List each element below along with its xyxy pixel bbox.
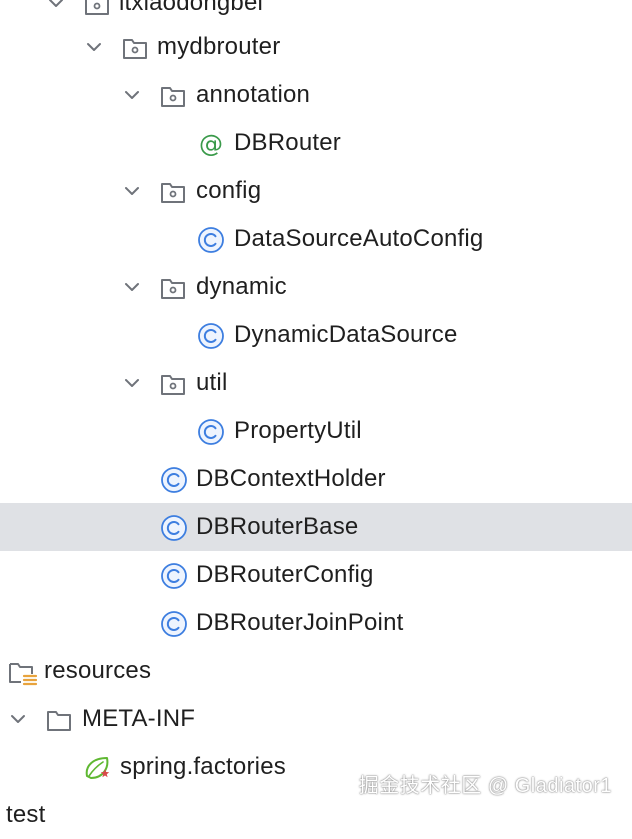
tree-row-dynamic[interactable]: dynamic xyxy=(0,263,632,311)
tree-row-annotation[interactable]: annotation xyxy=(0,71,632,119)
tree-row-property-util[interactable]: PropertyUtil xyxy=(0,407,632,455)
svg-text:@: @ xyxy=(199,130,223,158)
tree-row-db-router-config[interactable]: DBRouterConfig xyxy=(0,551,632,599)
tree-row-resources[interactable]: resources xyxy=(0,647,632,695)
tree-row-config[interactable]: config xyxy=(0,167,632,215)
watermark: 掘金技术社区 @ Gladiator1 xyxy=(358,775,612,797)
resources-folder-icon xyxy=(7,658,38,686)
tree-row-db-router-joinpoint[interactable]: DBRouterJoinPoint xyxy=(0,599,632,647)
chevron-down-icon[interactable] xyxy=(84,37,104,57)
class-icon xyxy=(197,226,225,254)
chevron-down-icon[interactable] xyxy=(122,277,142,297)
tree-row-util[interactable]: util xyxy=(0,359,632,407)
chevron-down-icon[interactable] xyxy=(46,0,66,13)
chevron-down-icon[interactable] xyxy=(122,373,142,393)
class-icon xyxy=(197,322,225,350)
tree-row-itxiaodongbei[interactable]: itxiaodongbei xyxy=(0,0,632,27)
class-icon xyxy=(160,610,188,638)
tree-item-label: DBRouterConfig xyxy=(196,561,374,588)
tree-item-label: itxiaodongbei xyxy=(119,0,264,16)
package-folder-icon xyxy=(159,178,187,206)
folder-icon xyxy=(45,706,73,734)
annotation-icon: @ xyxy=(197,130,225,158)
tree-item-label: DynamicDataSource xyxy=(234,321,458,348)
tree-item-label: DBRouter xyxy=(234,129,341,156)
tree-row-mydbrouter[interactable]: mydbrouter xyxy=(0,23,632,71)
tree-item-label: DBRouterJoinPoint xyxy=(196,609,404,636)
tree-item-label: resources xyxy=(44,657,152,684)
package-folder-icon xyxy=(159,370,187,398)
tree-row-db-router-base[interactable]: DBRouterBase xyxy=(0,503,632,551)
tree-item-label: PropertyUtil xyxy=(234,417,362,444)
chevron-down-icon[interactable] xyxy=(122,85,142,105)
tree-item-label: dynamic xyxy=(196,273,287,300)
tree-item-label: DataSourceAutoConfig xyxy=(234,225,484,252)
package-folder-icon xyxy=(159,82,187,110)
package-folder-icon xyxy=(83,0,111,18)
tree-item-label: mydbrouter xyxy=(157,33,281,60)
tree-row-meta-inf[interactable]: META-INF xyxy=(0,695,632,743)
tree-row-spring-factories[interactable]: spring.factories xyxy=(0,743,632,791)
tree-item-label: DBRouterBase xyxy=(196,513,359,540)
package-folder-icon xyxy=(159,274,187,302)
tree-row-db-context-holder[interactable]: DBContextHolder xyxy=(0,455,632,503)
tree-item-label: util xyxy=(196,369,228,396)
tree-item-label: test xyxy=(6,801,46,828)
tree-row-dbrouter-annotation[interactable]: @ DBRouter xyxy=(0,119,632,167)
tree-item-label: META-INF xyxy=(82,705,196,732)
chevron-down-icon[interactable] xyxy=(122,181,142,201)
tree-row-dynamic-datasource[interactable]: DynamicDataSource xyxy=(0,311,632,359)
chevron-down-icon[interactable] xyxy=(8,709,28,729)
class-icon xyxy=(197,418,225,446)
tree-item-label: config xyxy=(196,177,262,204)
class-icon xyxy=(160,562,188,590)
package-folder-icon xyxy=(121,34,149,62)
tree-item-label: annotation xyxy=(196,81,311,108)
tree-item-label: DBContextHolder xyxy=(196,465,386,492)
class-icon xyxy=(160,514,188,542)
spring-leaf-icon xyxy=(83,754,111,782)
class-icon xyxy=(160,466,188,494)
tree-item-label: spring.factories xyxy=(120,753,286,780)
tree-row-datasource-autoconfig[interactable]: DataSourceAutoConfig xyxy=(0,215,632,263)
